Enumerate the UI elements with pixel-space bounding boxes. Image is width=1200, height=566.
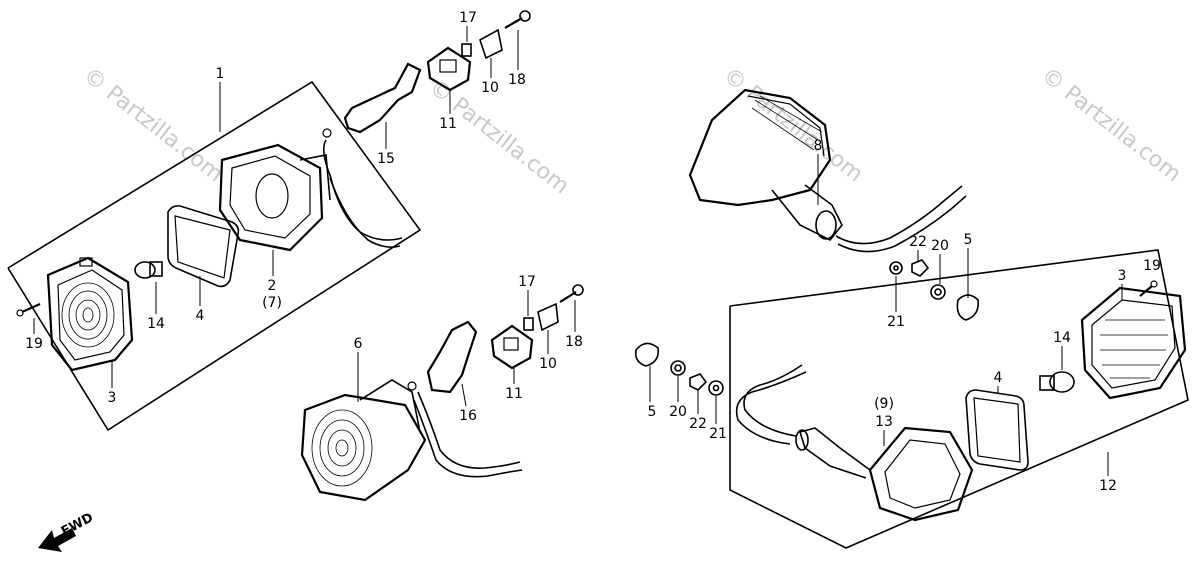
- lens-part-3: [1080, 286, 1187, 400]
- bulb-part-14: [134, 261, 163, 279]
- nut-part-22: [689, 373, 708, 391]
- forward-arrow: FWD: [38, 510, 96, 552]
- plate-part-10: [537, 302, 559, 332]
- callout-label: 1: [216, 66, 225, 82]
- bolt-part-18: [559, 284, 584, 303]
- collar-part-17: [461, 43, 472, 57]
- gasket-part-4: [167, 205, 240, 288]
- callout-label: 21: [887, 314, 905, 330]
- screw-part-19: [1139, 280, 1158, 297]
- callout-label: 16: [459, 408, 477, 424]
- callout-label: 2: [268, 278, 277, 294]
- callout-label: 4: [196, 308, 205, 324]
- callout-label: 19: [1143, 258, 1161, 274]
- callout-label: 20: [669, 404, 687, 420]
- rear-winker-assembly: [688, 88, 980, 321]
- callout-label: (7): [262, 295, 282, 311]
- right-winker-assembly: [634, 249, 1189, 549]
- callout-label: 14: [147, 316, 165, 332]
- callout-label: 10: [481, 80, 499, 96]
- case-part-2: [218, 143, 331, 252]
- clip-part-11: [490, 324, 534, 370]
- wire: [743, 364, 803, 437]
- watermark: © Partzilla.com: [1036, 63, 1185, 187]
- clamp-part-5: [956, 294, 980, 321]
- bulb-part-14: [1039, 371, 1075, 393]
- leader-line: [461, 383, 467, 407]
- gasket-part-4: [965, 389, 1029, 471]
- callout-label: 11: [505, 386, 523, 402]
- watermarks: © Partzilla.com © Partzilla.com © Partzi…: [78, 63, 1185, 199]
- callout-label: 18: [565, 334, 583, 350]
- watermark: © Partzilla.com: [78, 63, 227, 187]
- center-winker-assembly: [300, 284, 584, 502]
- washer-part-21: [708, 380, 724, 396]
- callout-label: 18: [508, 72, 526, 88]
- left-winker-assembly: [7, 10, 531, 432]
- bracket-part-15: [343, 62, 422, 134]
- callout-label: 10: [539, 356, 557, 372]
- forward-label: FWD: [59, 510, 96, 539]
- callout-label: 21: [709, 426, 727, 442]
- callout-label: (9): [874, 396, 894, 412]
- callout-label: 19: [25, 336, 43, 352]
- clip-part-11: [426, 46, 472, 92]
- callout-label: 3: [1118, 268, 1127, 284]
- callout-label: 5: [648, 404, 657, 420]
- nut-part-20: [930, 284, 946, 300]
- callout-label: 12: [1099, 478, 1117, 494]
- wire: [835, 185, 963, 245]
- callout-label: 6: [354, 336, 363, 352]
- bracket-part-16: [426, 320, 478, 394]
- callout-label: 22: [689, 416, 707, 432]
- callout-label: 14: [1053, 330, 1071, 346]
- assembly-outline-12: [729, 249, 1189, 549]
- callout-label: 17: [518, 274, 536, 290]
- lens-part-3: [46, 256, 134, 372]
- winker-part-13: [795, 426, 974, 522]
- screw-part-19: [16, 302, 41, 317]
- callout-label: 4: [994, 370, 1003, 386]
- callout-label: 17: [459, 10, 477, 26]
- plate-part-10: [479, 28, 503, 60]
- leader-lines: [33, 26, 1123, 476]
- callout-label: 5: [964, 232, 973, 248]
- assembly-outline-1: [7, 80, 422, 432]
- clamp-part-5: [634, 342, 660, 367]
- callout-label: 15: [377, 151, 395, 167]
- nut-part-20: [670, 360, 686, 376]
- callout-label: 22: [909, 234, 927, 250]
- winker-part-6: [300, 379, 427, 502]
- callout-label: 8: [814, 138, 823, 154]
- nut-part-22: [911, 259, 930, 277]
- wire: [322, 139, 403, 241]
- callout-label: 11: [439, 116, 457, 132]
- wire: [417, 391, 521, 469]
- collar-part-17: [523, 317, 534, 331]
- winker-part-8: [688, 88, 843, 242]
- watermark: © Partzilla.com: [718, 63, 867, 187]
- callout-label: 13: [875, 414, 893, 430]
- bolt-part-18: [504, 10, 531, 29]
- callout-label: 20: [931, 238, 949, 254]
- callout-label: 3: [108, 390, 117, 406]
- washer-part-21: [889, 261, 903, 275]
